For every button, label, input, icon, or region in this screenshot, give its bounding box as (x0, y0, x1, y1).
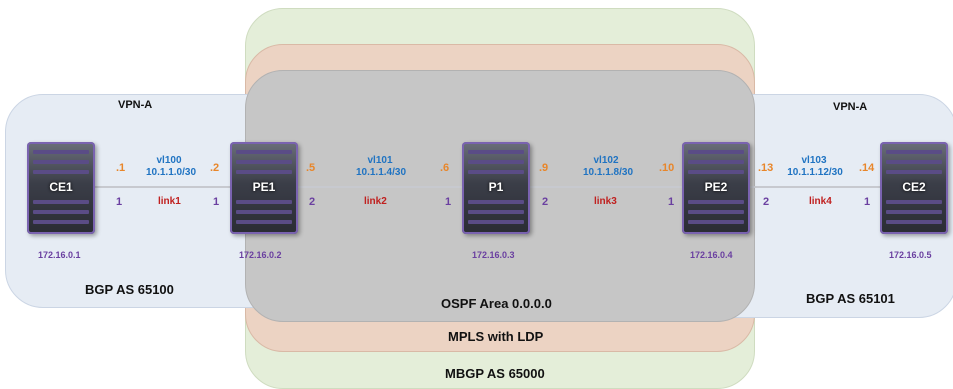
link4-left-host: .13 (758, 162, 774, 174)
link4-line (750, 186, 880, 188)
router-p1: P1 (462, 142, 530, 234)
link3-right-host: .10 (659, 162, 675, 174)
router-ce1: CE1 (27, 142, 95, 234)
link1-left-host: .1 (116, 162, 126, 174)
router-ce1-ip: 172.16.0.1 (38, 250, 81, 260)
link2-right-port: 1 (445, 196, 452, 208)
router-ce2-name: CE2 (902, 180, 926, 194)
router-pe1-name: PE1 (252, 180, 276, 194)
vpn-left-label: VPN-A (118, 99, 153, 111)
link2-line (298, 186, 462, 188)
link4-right-port: 1 (864, 196, 871, 208)
router-pe2-ip: 172.16.0.4 (690, 250, 733, 260)
link4-vlan: vl103 (801, 155, 827, 166)
link2-right-host: .6 (440, 162, 450, 174)
router-ce2: CE2 (880, 142, 948, 234)
link1-left-port: 1 (116, 196, 123, 208)
link2-left-port: 2 (309, 196, 316, 208)
mpls-label: MPLS with LDP (448, 329, 544, 344)
link1-vlan: vl100 (156, 155, 182, 166)
link2-subnet: 10.1.1.4/30 (355, 167, 407, 178)
link2-vlan: vl101 (367, 155, 393, 166)
router-pe2: PE2 (682, 142, 750, 234)
link1-right-port: 1 (213, 196, 220, 208)
router-p1-ip: 172.16.0.3 (472, 250, 515, 260)
bgp-right-label: BGP AS 65101 (806, 291, 895, 306)
link3-line (530, 186, 682, 188)
router-pe1: PE1 (230, 142, 298, 234)
link4-right-host: .14 (859, 162, 875, 174)
vpn-right-label: VPN-A (833, 101, 868, 113)
link2-left-host: .5 (306, 162, 316, 174)
router-ce2-ip: 172.16.0.5 (889, 250, 932, 260)
link3-left-host: .9 (539, 162, 549, 174)
link3-right-port: 1 (668, 196, 675, 208)
link2-name: link2 (364, 196, 387, 207)
bgp-left-label: BGP AS 65100 (85, 282, 174, 297)
router-pe1-ip: 172.16.0.2 (239, 250, 282, 260)
link1-right-host: .2 (210, 162, 220, 174)
link4-subnet: 10.1.1.12/30 (787, 167, 843, 178)
router-p1-name: P1 (488, 180, 504, 194)
link1-line (94, 186, 230, 188)
router-ce1-name: CE1 (49, 180, 73, 194)
router-pe2-name: PE2 (704, 180, 728, 194)
link3-vlan: vl102 (593, 155, 619, 166)
link3-subnet: 10.1.1.8/30 (582, 167, 634, 178)
link4-left-port: 2 (763, 196, 770, 208)
link1-name: link1 (158, 196, 181, 207)
link3-left-port: 2 (542, 196, 549, 208)
mbgp-label: MBGP AS 65000 (445, 366, 545, 381)
link1-subnet: 10.1.1.0/30 (145, 167, 197, 178)
ospf-area-label: OSPF Area 0.0.0.0 (441, 296, 552, 311)
link4-name: link4 (809, 196, 832, 207)
link3-name: link3 (594, 196, 617, 207)
